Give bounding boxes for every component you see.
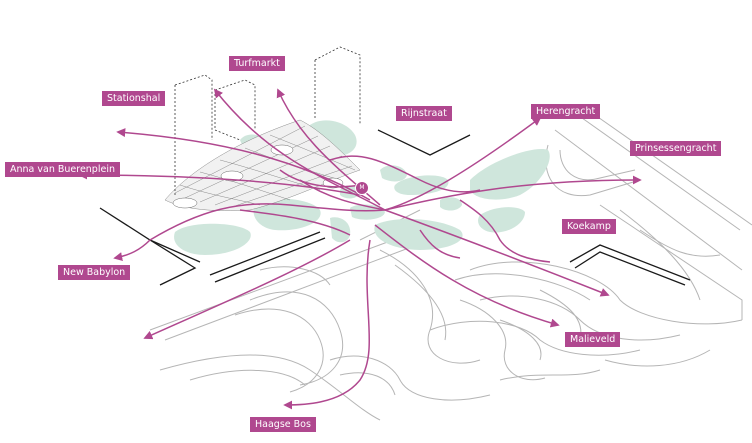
metro-badge: M [355,181,369,195]
label-turfmarkt: Turfmarkt [229,56,285,71]
label-haagse-bos: Haagse Bos [250,417,316,432]
label-herengracht: Herengracht [531,104,601,119]
label-anna-van-buerenplein: Anna van Buerenplein [5,162,120,177]
label-rijnstraat: Rijnstraat [396,106,452,121]
label-koekamp: Koekamp [562,219,616,234]
label-prinsessengracht: Prinsessengracht [630,141,722,156]
label-malieveld: Malieveld [565,332,621,347]
tower-outlines [174,46,361,195]
context-lines [149,107,752,421]
label-new-babylon: New Babylon [58,265,131,280]
route-network [78,88,642,410]
label-stationshal: Stationshal [102,91,166,106]
